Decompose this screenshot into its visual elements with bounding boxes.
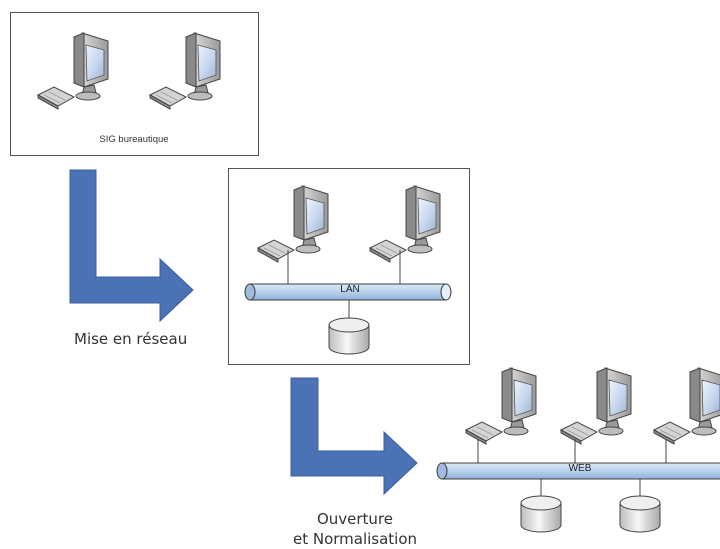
lan-bus: [244, 283, 452, 301]
workstation-icon: [653, 367, 720, 445]
stage1-label: SIG bureautique: [99, 134, 169, 145]
web-bus-label: WEB: [568, 463, 592, 474]
workstation-icon: [560, 367, 632, 445]
database-icon: [328, 317, 370, 355]
transition-arrow-2: [290, 377, 418, 496]
web-bus: [436, 462, 720, 480]
stage1-box: [10, 12, 259, 156]
workstation-icon: [465, 367, 537, 445]
database-icon: [619, 495, 661, 533]
transition2-caption-line1: Ouverture: [316, 510, 394, 528]
transition-arrow-1: [69, 169, 194, 323]
lan-bus-label: LAN: [340, 284, 360, 295]
transition1-caption: Mise en réseau: [74, 330, 188, 348]
transition2-caption-line2: et Normalisation: [292, 530, 418, 548]
database-icon: [520, 495, 562, 533]
transition2-caption: Ouverture et Normalisation: [280, 509, 430, 549]
